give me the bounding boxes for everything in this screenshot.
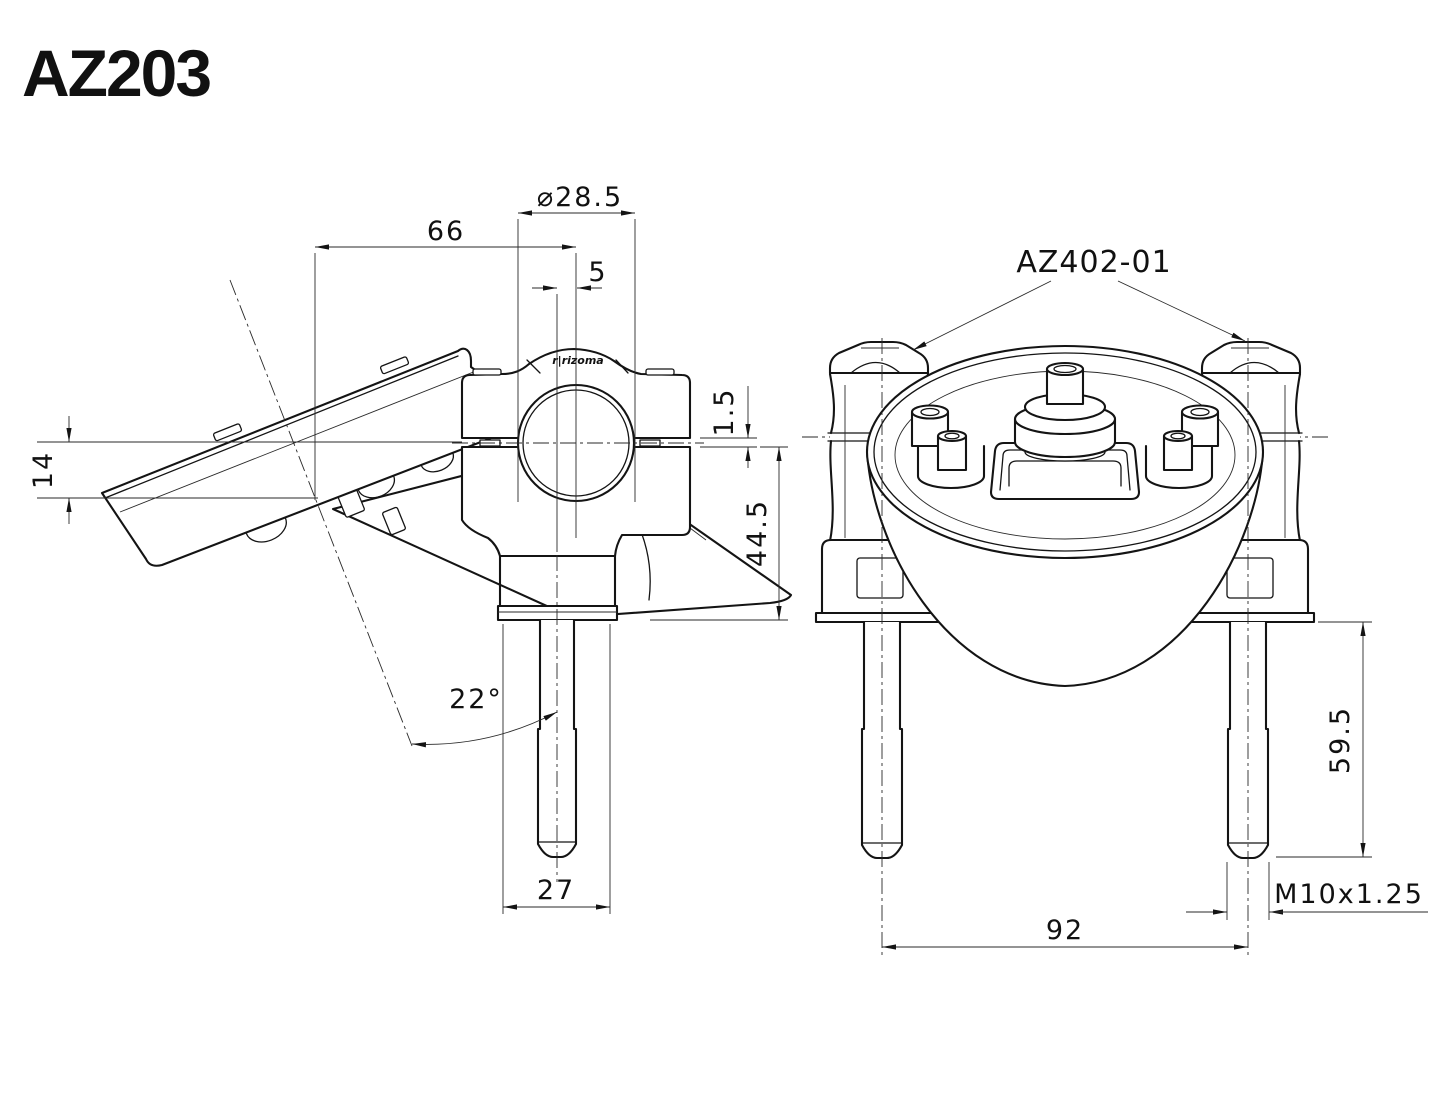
dim-text-diameter: ⌀28.5: [537, 182, 623, 213]
dish-post: [936, 429, 968, 472]
mount-plate: [100, 347, 514, 567]
centerlines: [881, 338, 1249, 958]
dim-text-offset: 5: [588, 257, 607, 288]
gps-dish: [865, 344, 1265, 688]
plate-tab: [379, 356, 410, 375]
dim-base-width: 27: [503, 875, 610, 910]
dim-text-thread: M10x1.25: [1274, 879, 1424, 910]
dim-text-angle: 22°: [449, 684, 503, 715]
dim-bolt-spacing: 92: [882, 915, 1248, 950]
part-label: AZ402-01: [1016, 245, 1171, 280]
dim-text-depth: 14: [28, 451, 59, 489]
dim-text-reach: 66: [427, 216, 465, 247]
dim-text-spacing: 92: [1046, 915, 1084, 946]
dim-text-base: 27: [537, 875, 575, 906]
dim-plate-angle: 22°: [411, 684, 558, 748]
dim-text-bolt-length: 59.5: [1325, 706, 1356, 774]
dim-text-gap: 1.5: [709, 388, 740, 437]
dim-plate-depth: 14: [28, 416, 72, 524]
plate-tab: [212, 423, 243, 442]
screw-dome: [420, 452, 455, 473]
part-callout: AZ402-01: [912, 245, 1246, 351]
rizoma-logo: r|rizoma: [552, 354, 603, 367]
dim-clamp-height: 44.5: [742, 447, 782, 620]
center-stud: [1013, 361, 1117, 459]
dim-bolt-offset: 5: [532, 257, 607, 291]
dish-post: [1162, 429, 1194, 472]
dim-bolt-length: 59.5: [1325, 622, 1366, 857]
dim-text-height: 44.5: [742, 499, 773, 567]
dim-clamp-gap: 1.5: [709, 386, 751, 468]
dim-bar-diameter: ⌀28.5: [518, 182, 635, 216]
centerlines: [229, 279, 704, 882]
drawing-title: AZ203: [22, 36, 210, 110]
dim-plate-reach: 66: [315, 216, 576, 250]
side-view: r|rizoma: [28, 182, 793, 914]
dim-thread: M10x1.25: [1186, 879, 1428, 915]
screw-dome: [245, 517, 287, 543]
screw-dome: [357, 475, 395, 499]
extension-lines: [37, 219, 788, 914]
front-view: AZ402-01 59.5 M10x1.25 92: [800, 245, 1428, 958]
